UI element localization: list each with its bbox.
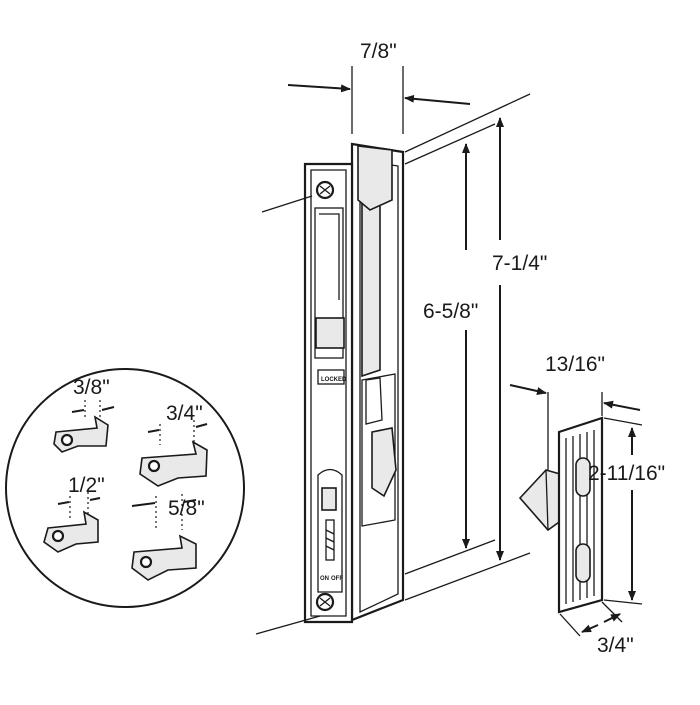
face-plate [303, 162, 354, 624]
hook-option-2: 3/4" [139, 402, 208, 487]
handle-recess [314, 207, 344, 359]
keeper-wedge [518, 469, 563, 532]
dimension-heights: 6-5/8" 7-1/4" [404, 93, 547, 601]
dimension-keeper-depth: 3/4" [559, 601, 634, 657]
dimension-keeper-width: 13/16" [509, 353, 641, 470]
dimension-keeper-height: 2-11/16" [588, 417, 665, 605]
keeper-depth-label: 3/4" [597, 634, 634, 657]
lock-lever [315, 317, 345, 349]
inner-height-label: 6-5/8" [423, 300, 478, 323]
hook-options-callout: 3/8" 3/4" 1/2" [5, 368, 245, 608]
overall-height-label: 7-1/4" [492, 252, 547, 275]
lock-switch-knob [321, 487, 337, 511]
keeper-slot-top [575, 457, 591, 497]
hook-4-screw-hole [139, 555, 153, 569]
lock-marking: LOCKED [321, 377, 347, 383]
switch-off-label: OFF [331, 576, 343, 582]
dimension-width: 7/8" [287, 40, 471, 134]
hook-option-3-label: 1/2" [68, 474, 105, 497]
hook-option-1: 3/8" [53, 376, 115, 453]
hook-1-screw-hole [60, 433, 74, 447]
hook-3-screw-hole [51, 529, 65, 543]
lock-switch-slot [317, 468, 343, 593]
hook-option-4: 5/8" [131, 494, 205, 581]
keeper-slot-bottom [575, 543, 591, 583]
keeper-width-label: 13/16" [545, 353, 605, 376]
keeper-height-label: 2-11/16" [588, 462, 665, 485]
hook-option-3: 1/2" [43, 474, 105, 553]
leader-bottom [255, 615, 321, 635]
callout-circle [5, 368, 245, 608]
width-dimension-label: 7/8" [360, 40, 397, 63]
top-hook-part [357, 145, 393, 211]
hook-option-4-label: 5/8" [168, 497, 205, 520]
hook-option-2-label: 3/4" [166, 402, 203, 425]
keeper-assembly [518, 416, 604, 614]
hook-option-1-label: 3/8" [73, 376, 110, 399]
latch-hook [371, 427, 397, 498]
leader-top [261, 195, 313, 213]
switch-on-label: ON [320, 576, 329, 582]
handle-assembly: LOCKED ON OFF [255, 142, 405, 635]
hook-2-screw-hole [147, 459, 161, 473]
